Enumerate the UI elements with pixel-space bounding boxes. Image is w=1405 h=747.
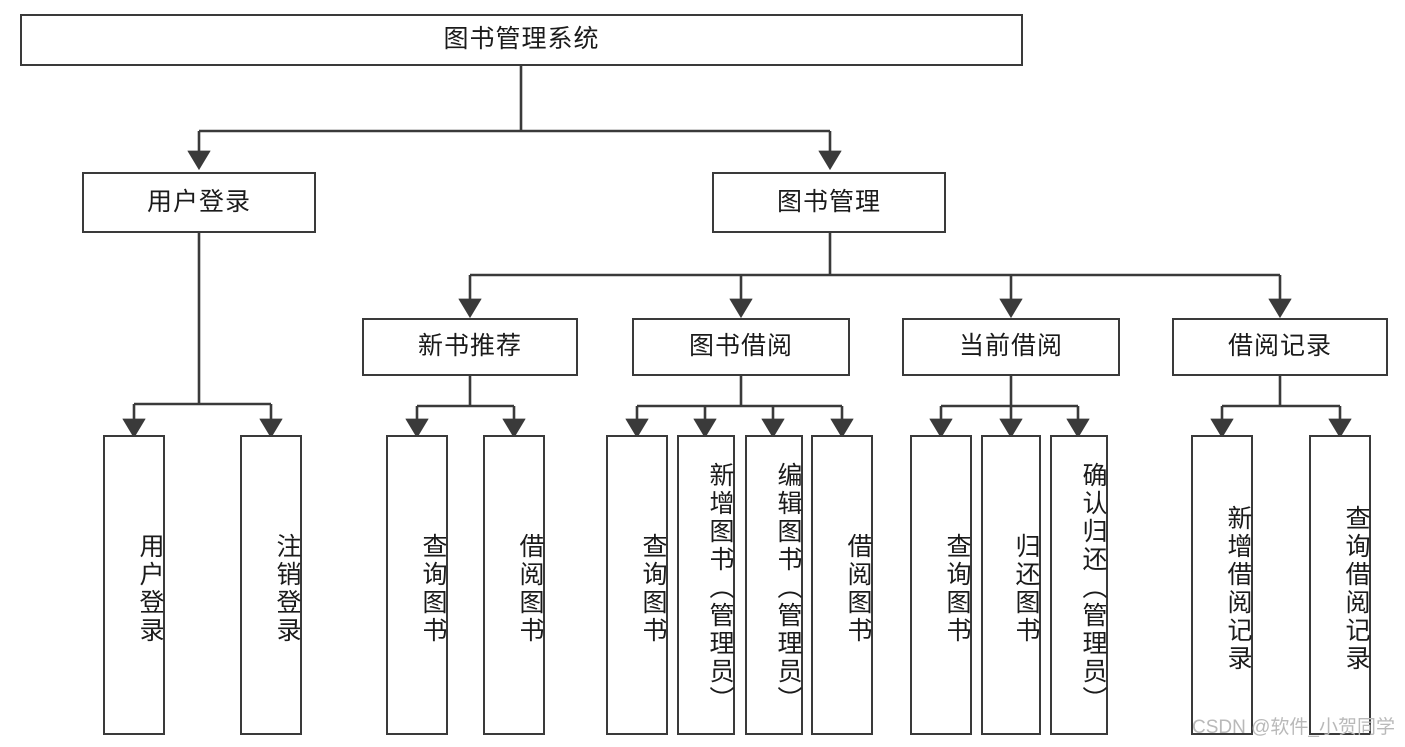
node-label: 归还图书 [1012, 533, 1040, 645]
node-root-book-management-system[interactable]: 图书管理系统 [20, 14, 1023, 66]
node-current-borrowing[interactable]: 当前借阅 [902, 318, 1120, 376]
node-label: 图书借阅 [688, 332, 793, 361]
leaf-query-books-current[interactable]: 查询图书 [910, 435, 972, 735]
node-borrowing-records[interactable]: 借阅记录 [1172, 318, 1388, 376]
leaf-confirm-return-admin[interactable]: 确认归还（管理员） [1050, 435, 1108, 735]
node-label: 当前借阅 [958, 332, 1063, 361]
leaf-user-login[interactable]: 用户登录 [103, 435, 165, 735]
node-label: 新增图书（管理员） [706, 462, 734, 714]
leaf-add-book-admin[interactable]: 新增图书（管理员） [677, 435, 735, 735]
node-label: 查询图书 [943, 533, 971, 645]
node-label: 注销登录 [273, 533, 301, 645]
leaf-query-borrow-record[interactable]: 查询借阅记录 [1309, 435, 1371, 735]
node-book-management[interactable]: 图书管理 [712, 172, 946, 233]
node-label: 用户登录 [146, 187, 251, 216]
node-label: 借阅记录 [1227, 332, 1332, 361]
node-label: 用户登录 [136, 533, 164, 645]
leaf-logout[interactable]: 注销登录 [240, 435, 302, 735]
leaf-query-books-recommend[interactable]: 查询图书 [386, 435, 448, 735]
node-label: 借阅图书 [516, 533, 544, 645]
node-user-login[interactable]: 用户登录 [82, 172, 316, 233]
leaf-query-books-borrow[interactable]: 查询图书 [606, 435, 668, 735]
leaf-return-books[interactable]: 归还图书 [981, 435, 1041, 735]
leaf-edit-book-admin[interactable]: 编辑图书（管理员） [745, 435, 803, 735]
node-label: 查询借阅记录 [1342, 505, 1370, 673]
node-label: 新书推荐 [417, 332, 522, 361]
node-book-borrowing[interactable]: 图书借阅 [632, 318, 850, 376]
node-label: 图书管理系统 [443, 25, 600, 54]
node-label: 新增借阅记录 [1224, 505, 1252, 673]
node-label: 查询图书 [639, 533, 667, 645]
node-label: 图书管理 [776, 187, 881, 216]
node-label: 查询图书 [419, 533, 447, 645]
leaf-borrow-books[interactable]: 借阅图书 [811, 435, 873, 735]
leaf-borrow-books-recommend[interactable]: 借阅图书 [483, 435, 545, 735]
leaf-add-borrow-record[interactable]: 新增借阅记录 [1191, 435, 1253, 735]
node-label: 借阅图书 [844, 533, 872, 645]
csdn-watermark: CSDN @软件_小贺同学 [1192, 717, 1395, 738]
node-label: 确认归还（管理员） [1079, 462, 1107, 714]
node-label: 编辑图书（管理员） [774, 462, 802, 714]
node-new-book-recommendation[interactable]: 新书推荐 [362, 318, 578, 376]
